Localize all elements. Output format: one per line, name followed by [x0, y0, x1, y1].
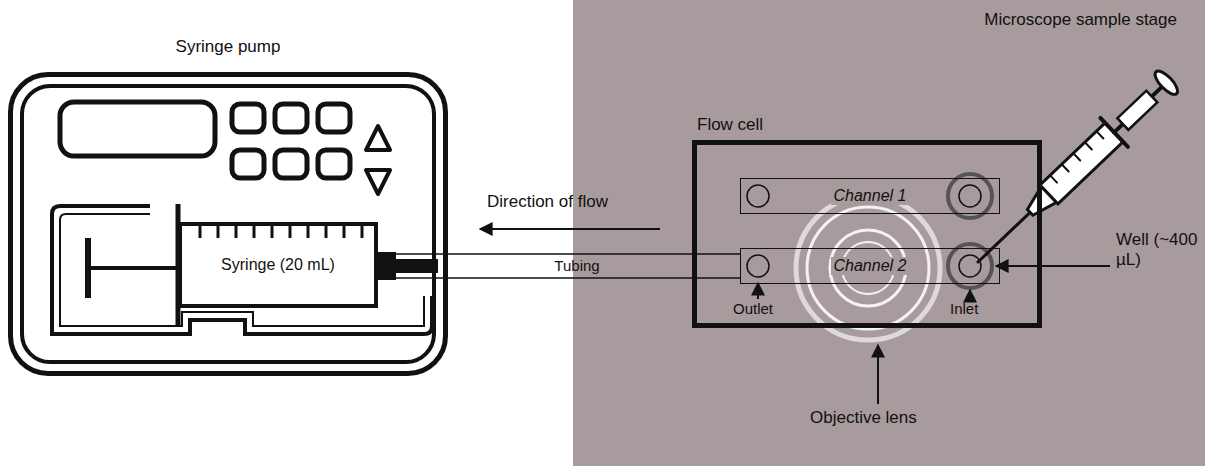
pump-housing: [366, 126, 390, 150]
pump-housing-box: Syringe pumpSyringe (20 mL): [8, 72, 448, 376]
leader-arrow: [480, 228, 660, 230]
pump-housing: [318, 150, 350, 178]
tubing-wall: [378, 253, 740, 255]
stage-panel: Microscope sample stageFlow cellChannel …: [573, 0, 1205, 466]
channel-port: [747, 185, 769, 207]
callout-label: Direction of flow: [487, 192, 608, 212]
leader-arrow: [480, 229, 1110, 404]
leader-arrow: [877, 345, 879, 404]
pipette: [978, 212, 1030, 262]
pump-housing: [275, 150, 307, 178]
pipette: [1096, 131, 1103, 138]
tubing: [378, 254, 740, 278]
pump-housing: [275, 104, 307, 132]
pipette: [1152, 68, 1181, 98]
leader-arrow: [996, 265, 1110, 267]
objective-lens: [807, 207, 929, 329]
syringe-nozzle: [378, 252, 396, 280]
objective-lens: [796, 196, 940, 340]
pump-housing: [22, 86, 434, 362]
pipette: [1085, 142, 1092, 149]
callout-label: Objective lens: [810, 408, 917, 428]
well-ring: [948, 244, 992, 288]
leader-arrow: [757, 283, 759, 299]
syringe-plunger: [88, 266, 178, 270]
callout-label: Inlet: [950, 300, 978, 318]
syringe-nozzle: [396, 259, 438, 273]
callout-label: Well (~400 µL): [1116, 230, 1202, 271]
channel-port: [959, 255, 981, 277]
syringe-barrel: Syringe (20 mL): [178, 222, 378, 308]
channel-port: [959, 185, 981, 207]
pipette: [1050, 175, 1057, 182]
node-label: Microscope sample stage: [984, 10, 1177, 30]
pump-housing: [232, 104, 264, 132]
channel-box: Channel 1: [740, 178, 1000, 214]
callout-label: Outlet: [733, 300, 773, 318]
leader-arrow: [969, 290, 971, 299]
pump-housing: [52, 206, 432, 334]
pump-housing: [60, 102, 215, 156]
syringe-nozzle: [378, 252, 438, 280]
node-label: Syringe (20 mL): [221, 256, 335, 274]
pump-housing: [22, 86, 434, 362]
node-label: Channel 2: [831, 257, 910, 275]
channel-box: Channel 2: [740, 248, 1000, 284]
flow-cell-box: Flow cellChannel 1Channel 2: [692, 140, 1042, 328]
stage-ground: [573, 0, 1205, 466]
pipette: [1062, 164, 1069, 171]
node-label: Syringe pump: [13, 37, 443, 57]
pipette: [1114, 86, 1163, 132]
pump-housing: [232, 150, 264, 178]
pipette: [1117, 91, 1157, 130]
channel-port: [747, 185, 981, 277]
objective-lens: [796, 196, 940, 340]
edge-label: Tubing: [554, 257, 599, 275]
node-label: Channel 1: [831, 187, 910, 205]
pipette: [1073, 153, 1080, 160]
tubing-wall: [378, 277, 740, 279]
pump-housing: [366, 170, 390, 194]
channel-port: [747, 255, 769, 277]
pump-housing: [318, 104, 350, 132]
node-label: Flow cell: [697, 115, 763, 135]
well-ring: [948, 174, 992, 218]
pipette: [1050, 131, 1103, 182]
well-ring: [948, 174, 992, 288]
pipette: [1040, 123, 1123, 204]
pump-housing: [60, 214, 424, 326]
